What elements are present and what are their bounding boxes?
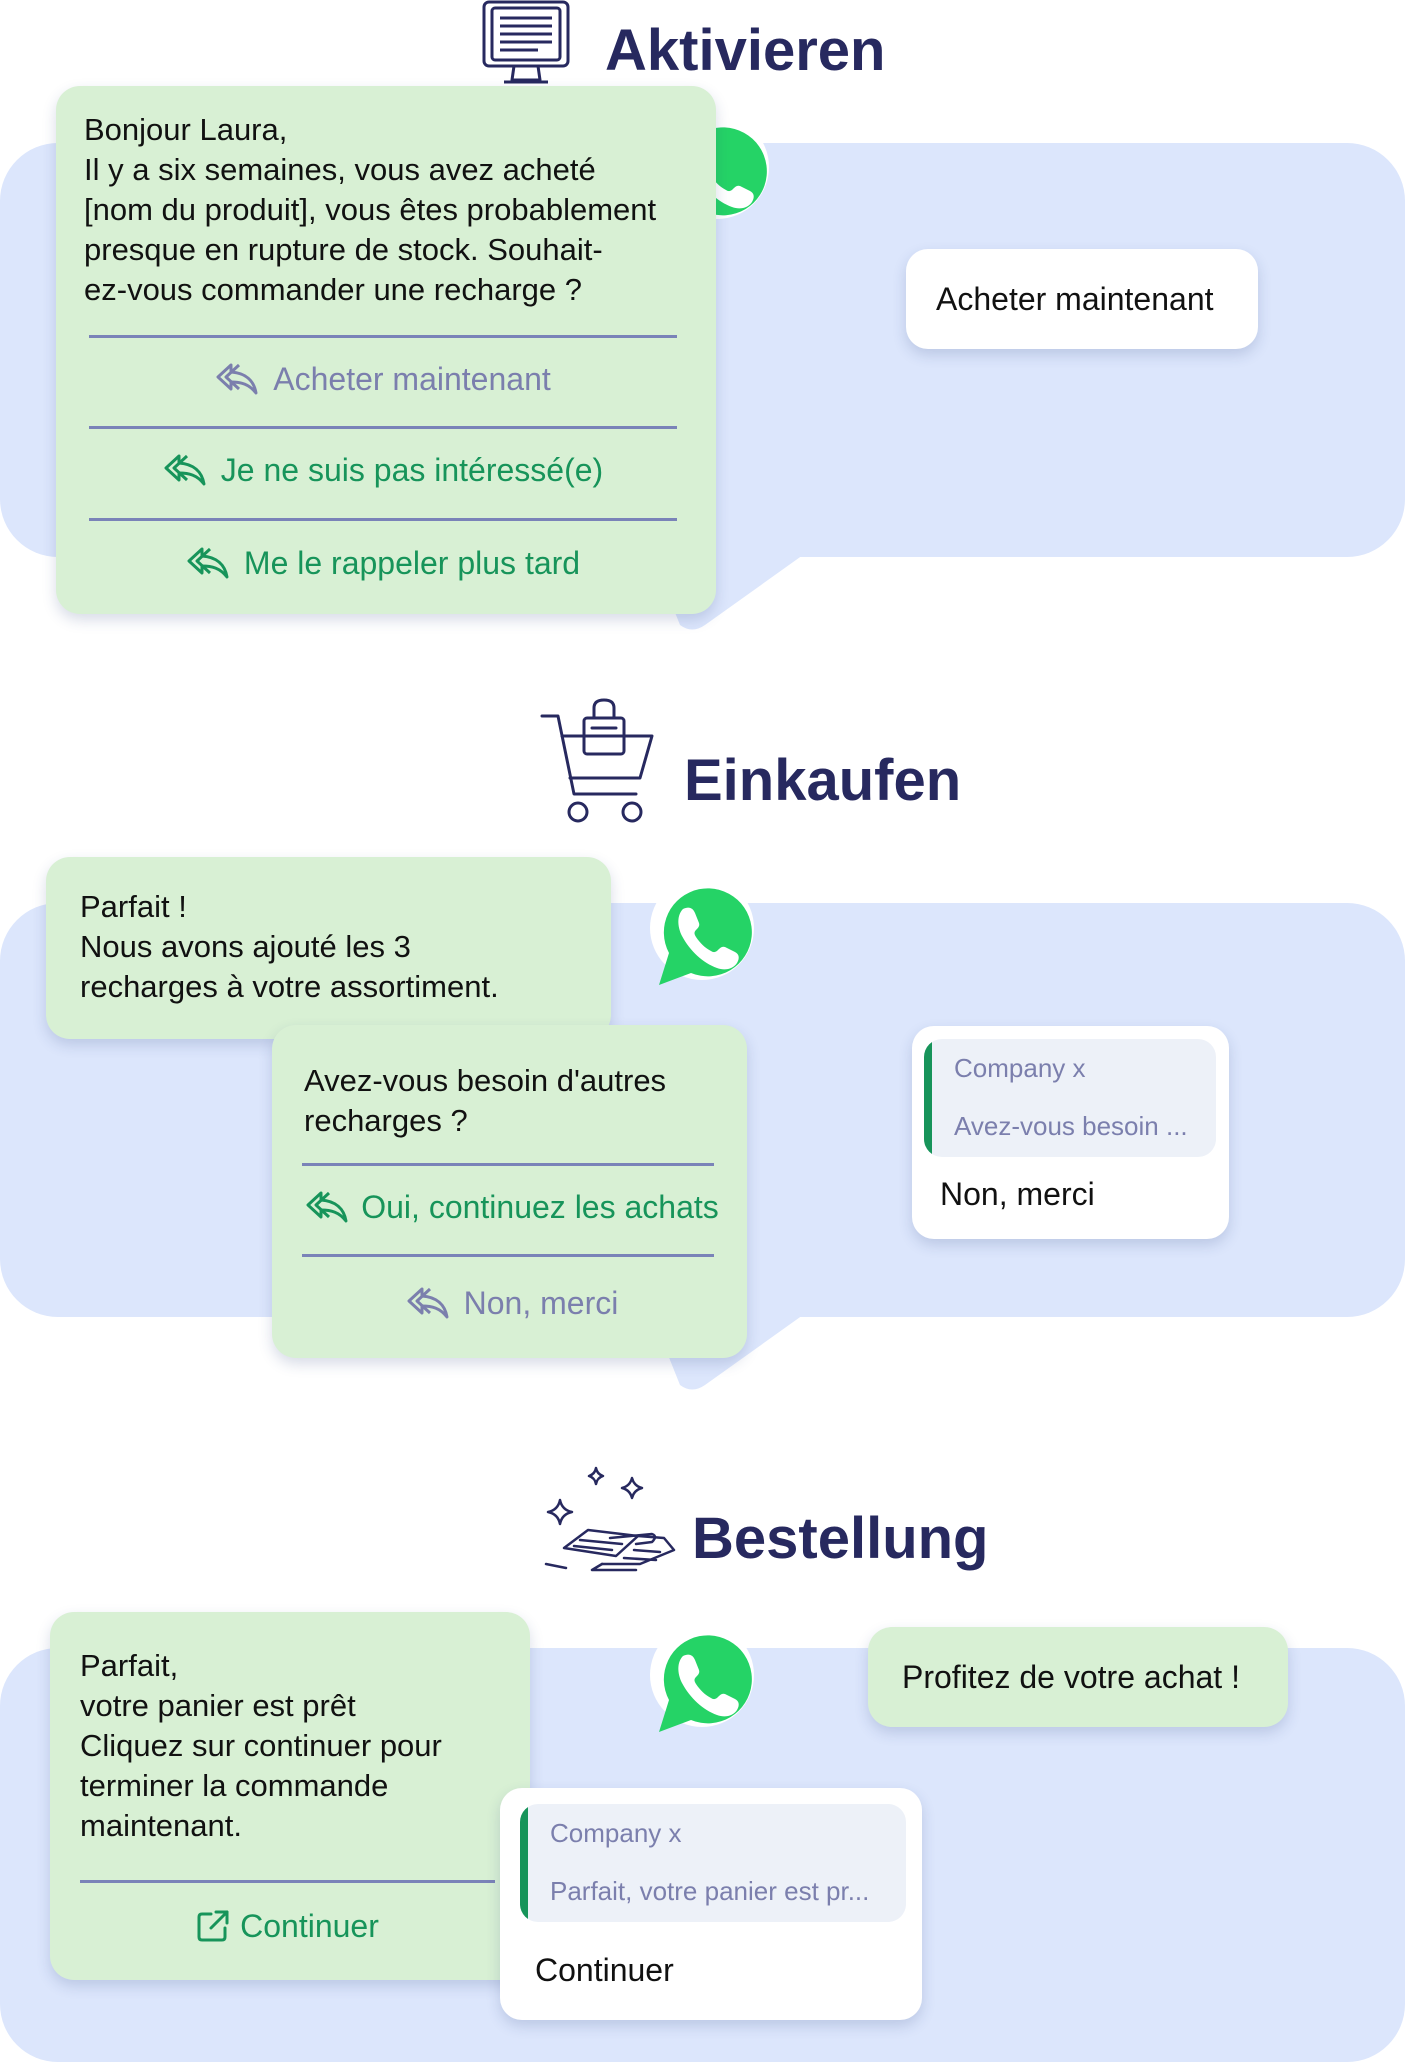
user-reply-text: Non, merci xyxy=(940,1176,1095,1212)
final-message-text: Profitez de votre achat ! xyxy=(902,1659,1240,1695)
reply-arrow-icon xyxy=(216,363,258,395)
quote-preview: Parfait, votre panier est pr... xyxy=(550,1876,870,1906)
quick-reply-not-interested[interactable]: Je ne suis pas intéressé(e) xyxy=(89,439,677,501)
user-reply-text: Acheter maintenant xyxy=(936,281,1214,317)
message-text: Parfait ! Nous avons ajouté les 3 rechar… xyxy=(80,889,499,1004)
message-bubble: Parfait ! Nous avons ajouté les 3 rechar… xyxy=(46,857,611,1039)
divider xyxy=(302,1254,714,1257)
section-title-aktivieren: Aktivieren xyxy=(605,18,886,83)
quick-reply-label: Acheter maintenant xyxy=(273,361,551,397)
computer-icon xyxy=(482,0,570,84)
message-bubble: Parfait, votre panier est prêt Cliquez s… xyxy=(50,1612,530,1980)
quick-reply-continue-shopping[interactable]: Oui, continuez les achats xyxy=(292,1176,732,1238)
user-reply-text: Continuer xyxy=(535,1952,674,1988)
quote-bar xyxy=(924,1039,932,1157)
message-text: Avez-vous besoin d'autres recharges ? xyxy=(304,1063,667,1138)
reply-arrow-icon xyxy=(306,1191,348,1223)
quote-preview: Avez-vous besoin ... xyxy=(954,1111,1188,1141)
divider xyxy=(89,518,677,521)
final-message-bubble: Profitez de votre achat ! xyxy=(868,1627,1288,1727)
whatsapp-icon xyxy=(650,876,754,985)
quoted-message: Company x Avez-vous besoin ... xyxy=(924,1039,1216,1157)
divider xyxy=(80,1880,495,1883)
quoted-message: Company x Parfait, votre panier est pr..… xyxy=(520,1804,906,1922)
quick-reply-label: Non, merci xyxy=(463,1285,619,1321)
quote-bar xyxy=(520,1804,528,1922)
user-reply-card: Company x Avez-vous besoin ... Non, merc… xyxy=(912,1026,1229,1239)
order-hand-card-icon xyxy=(544,1466,676,1572)
external-link-icon xyxy=(197,1910,229,1942)
whatsapp-icon xyxy=(650,1623,754,1732)
section-title-bestellung: Bestellung xyxy=(692,1506,989,1571)
continue-button-label: Continuer xyxy=(240,1908,379,1944)
quote-sender: Company x xyxy=(550,1818,682,1848)
quick-reply-label: Oui, continuez les achats xyxy=(361,1189,719,1225)
divider xyxy=(89,426,677,429)
reply-arrow-icon xyxy=(187,547,229,579)
reply-arrow-icon xyxy=(407,1287,449,1319)
divider xyxy=(89,335,677,338)
message-text: Bonjour Laura, Il y a six semaines, vous… xyxy=(84,112,657,307)
quick-reply-label: Me le rappeler plus tard xyxy=(243,545,581,581)
quick-reply-buy-now[interactable]: Acheter maintenant xyxy=(89,348,677,410)
continue-button[interactable]: Continuer xyxy=(80,1894,495,1958)
quick-reply-no-thanks[interactable]: Non, merci xyxy=(292,1270,732,1336)
message-text: Parfait, votre panier est prêt Cliquez s… xyxy=(80,1648,442,1843)
quick-reply-remind-later[interactable]: Me le rappeler plus tard xyxy=(89,532,677,594)
divider xyxy=(302,1163,714,1166)
reply-arrow-icon xyxy=(164,454,206,486)
quick-reply-label: Je ne suis pas intéressé(e) xyxy=(220,452,604,488)
user-reply-bubble: Acheter maintenant xyxy=(906,249,1258,349)
message-bubble: Bonjour Laura, Il y a six semaines, vous… xyxy=(56,86,716,614)
user-reply-card: Company x Parfait, votre panier est pr..… xyxy=(500,1788,922,2020)
message-bubble: Avez-vous besoin d'autres recharges ? Ou… xyxy=(272,1025,747,1358)
quote-sender: Company x xyxy=(954,1053,1086,1083)
shopping-cart-icon xyxy=(540,698,654,823)
section-title-einkaufen: Einkaufen xyxy=(684,748,962,813)
